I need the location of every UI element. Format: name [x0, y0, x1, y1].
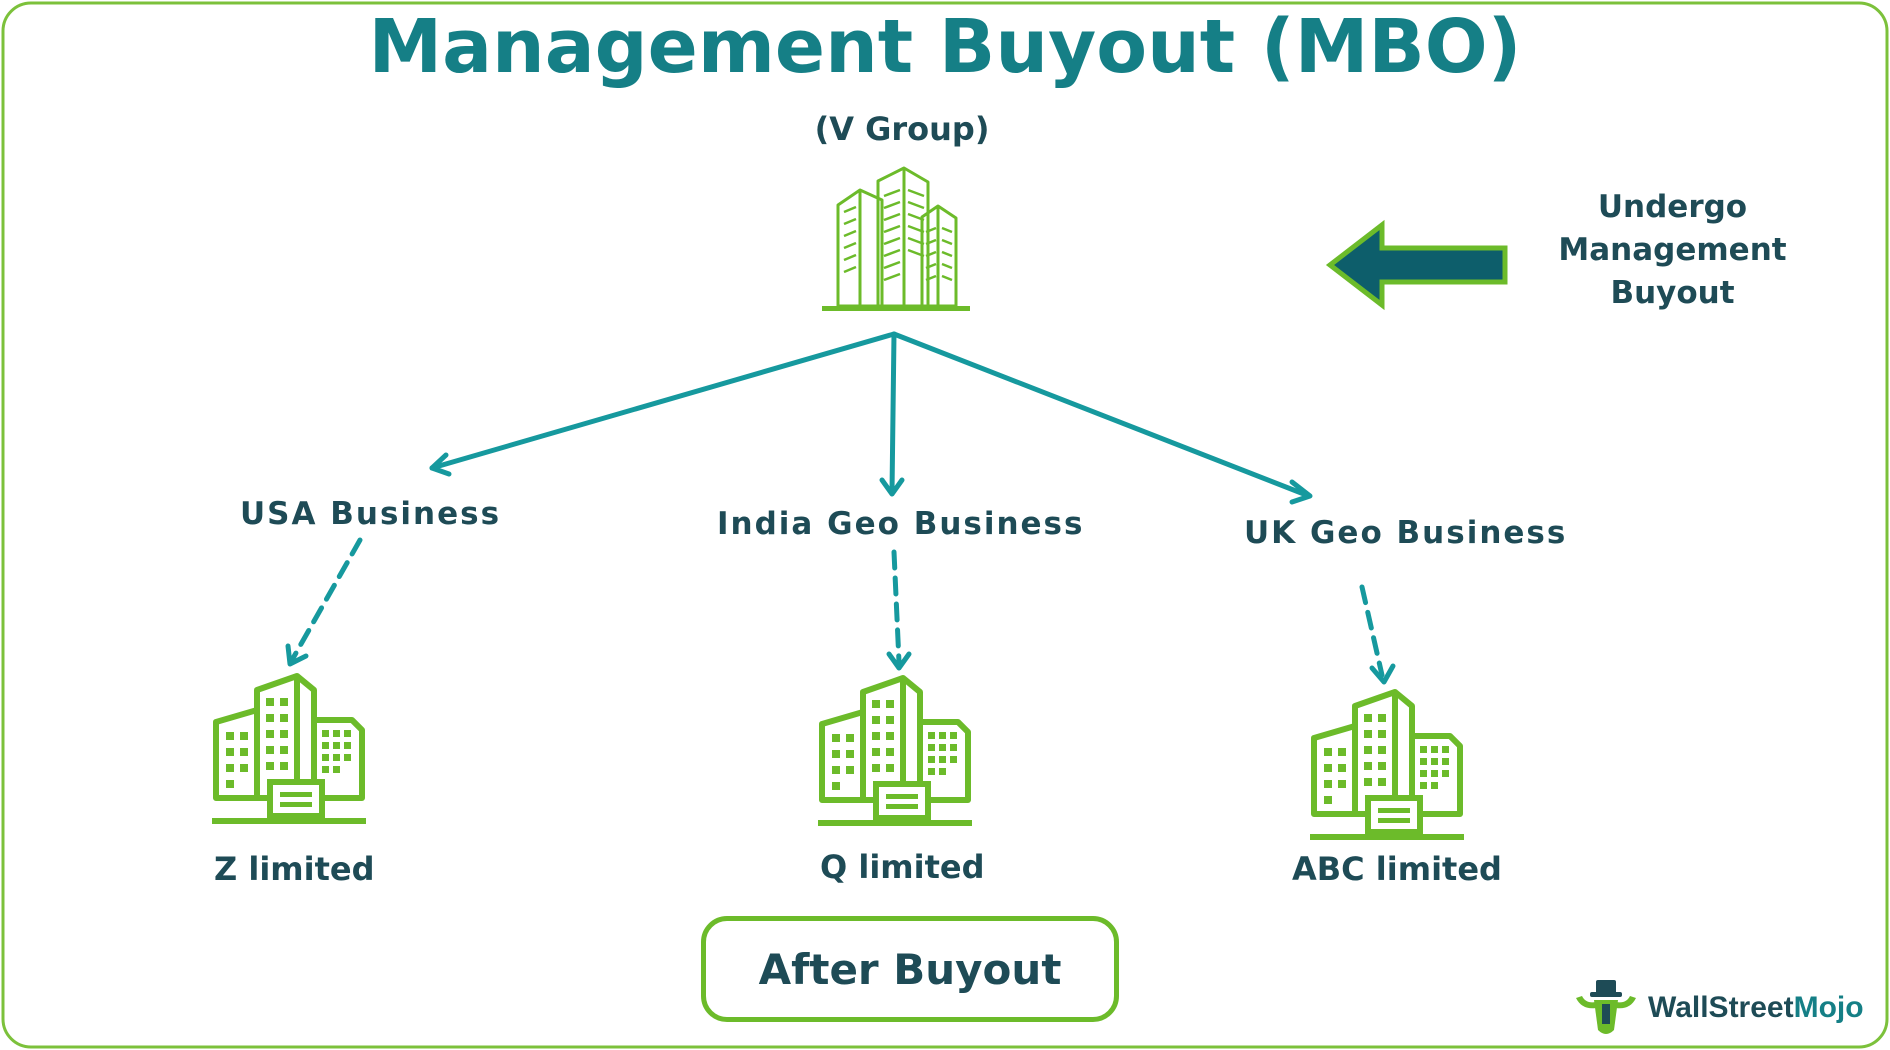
ownership-lines: [429, 331, 1313, 505]
skyscraper-group-icon: [822, 166, 970, 311]
office-building-icon-abc: [1310, 692, 1464, 840]
brand-logo: WallStreetMojo: [1572, 978, 1864, 1038]
brand-logo-text-part1: WallStreet: [1648, 991, 1794, 1024]
company-label-q: Q limited: [820, 848, 985, 886]
business-label-uk: UK Geo Business: [1244, 515, 1568, 551]
business-label-india: India Geo Business: [717, 506, 1085, 542]
side-note: Undergo Management Buyout: [1558, 189, 1787, 311]
after-buyout-box: After Buyout: [701, 916, 1119, 1022]
buyout-links: [285, 537, 1396, 685]
after-buyout-label: After Buyout: [758, 944, 1062, 994]
parent-company-label: (V Group): [814, 110, 990, 148]
page-title: Management Buyout (MBO): [368, 4, 1522, 90]
brand-logo-text: WallStreetMojo: [1648, 991, 1864, 1025]
company-label-z: Z limited: [214, 850, 375, 888]
office-building-icon-q: [818, 678, 972, 826]
company-label-abc: ABC limited: [1292, 850, 1502, 888]
bull-logo-icon: [1576, 980, 1636, 1034]
left-arrow-icon: [1325, 219, 1508, 311]
brand-logo-text-part2: Mojo: [1793, 991, 1864, 1024]
business-label-usa: USA Business: [240, 496, 502, 532]
office-building-icon-z: [212, 676, 366, 824]
